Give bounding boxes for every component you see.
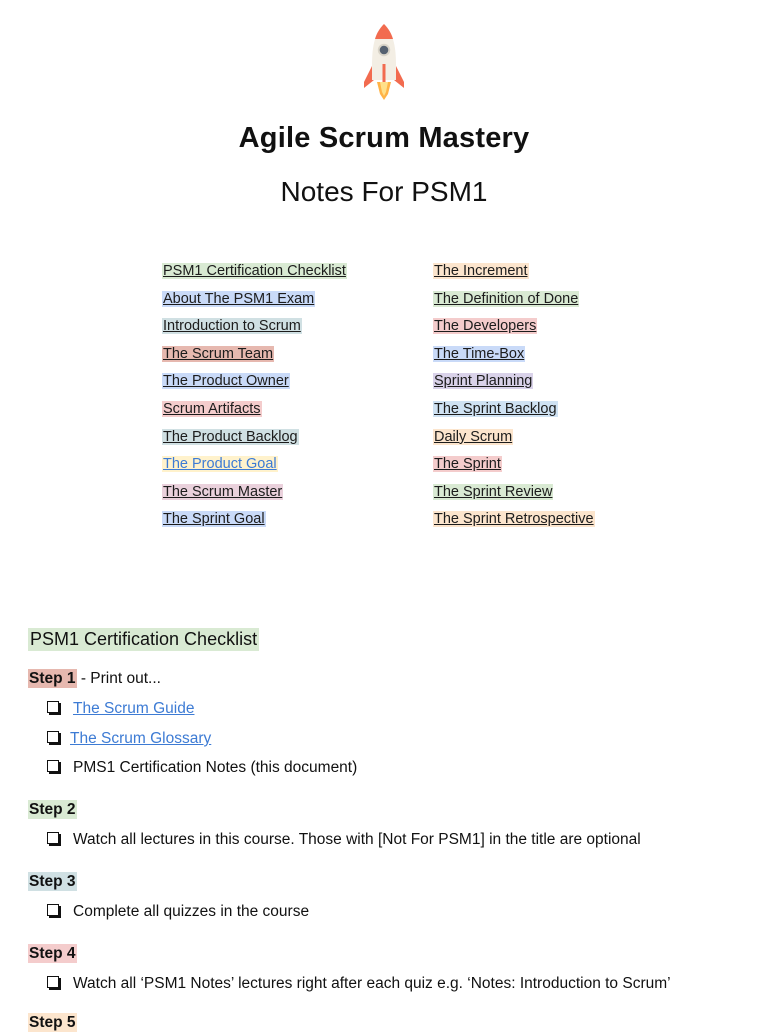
toc-link[interactable]: The Sprint Retrospective: [433, 511, 595, 528]
step-heading: Step 2: [28, 800, 77, 819]
rocket-icon: [364, 24, 404, 100]
checkbox-icon: [47, 701, 59, 713]
toc-link[interactable]: The Developers: [433, 318, 538, 335]
toc-item: The Sprint Goal: [162, 510, 347, 538]
scrum-glossary-link[interactable]: The Scrum Glossary: [70, 730, 212, 747]
section-heading: PSM1 Certification Checklist: [28, 628, 260, 651]
toc-item: The Time-Box: [433, 345, 595, 373]
toc-link[interactable]: The Scrum Master: [162, 483, 284, 500]
toc-column-left: PSM1 Certification Checklist About The P…: [162, 262, 347, 538]
toc-link[interactable]: The Time-Box: [433, 345, 526, 362]
checkbox-icon: [47, 731, 59, 743]
toc-item: The Sprint Backlog: [433, 400, 595, 428]
toc-item: The Developers: [433, 317, 595, 345]
toc-item: Daily Scrum: [433, 428, 595, 456]
toc-item: The Scrum Team: [162, 345, 347, 373]
checklist-item-text: Watch all lectures in this course. Those…: [73, 831, 641, 848]
toc-link[interactable]: The Sprint: [433, 456, 502, 473]
checklist-item: The Scrum Guide: [47, 700, 194, 718]
toc-link[interactable]: The Product Backlog: [162, 428, 299, 445]
toc-link[interactable]: The Scrum Team: [162, 345, 275, 362]
toc-item: The Increment: [433, 262, 595, 290]
step-heading: Step 1 - Print out...: [28, 669, 161, 688]
step-heading: Step 3: [28, 872, 77, 891]
toc-item: The Sprint: [433, 455, 595, 483]
checkbox-icon: [47, 832, 59, 844]
step-heading: Step 4: [28, 944, 77, 963]
toc-item: The Sprint Review: [433, 483, 595, 511]
checklist-item: The Scrum Glossary: [47, 730, 211, 748]
step-suffix: - Print out...: [76, 670, 161, 687]
toc-link[interactable]: The Product Goal: [162, 456, 278, 473]
checklist-item: Complete all quizzes in the course: [47, 903, 309, 921]
step-label: Step 5: [28, 1013, 77, 1032]
toc-item: PSM1 Certification Checklist: [162, 262, 347, 290]
checklist-item: Watch all ‘PSM1 Notes’ lectures right af…: [47, 975, 671, 993]
step-label: Step 3: [28, 872, 77, 891]
checklist-item-text: Watch all ‘PSM1 Notes’ lectures right af…: [73, 975, 671, 992]
toc-item: The Scrum Master: [162, 483, 347, 511]
checklist-item-text: Complete all quizzes in the course: [73, 903, 310, 920]
scrum-guide-link[interactable]: The Scrum Guide: [73, 700, 195, 717]
toc-item: The Product Owner: [162, 372, 347, 400]
toc-link[interactable]: Sprint Planning: [433, 373, 534, 390]
toc-link[interactable]: Introduction to Scrum: [162, 318, 302, 335]
toc-item: Scrum Artifacts: [162, 400, 347, 428]
toc-link[interactable]: About The PSM1 Exam: [162, 290, 316, 307]
checklist-item: PMS1 Certification Notes (this document): [47, 759, 357, 777]
toc-link[interactable]: The Sprint Goal: [162, 511, 266, 528]
page-title: Agile Scrum Mastery: [238, 122, 530, 154]
toc-item: The Product Backlog: [162, 428, 347, 456]
toc-link[interactable]: Scrum Artifacts: [162, 400, 262, 417]
checkbox-icon: [47, 904, 59, 916]
checkbox-icon: [47, 976, 59, 988]
step-label: Step 4: [28, 944, 77, 963]
toc-item: Introduction to Scrum: [162, 317, 347, 345]
step-label: Step 2: [28, 800, 77, 819]
step-label: Step 1: [28, 669, 77, 688]
toc-link[interactable]: The Definition of Done: [433, 290, 580, 307]
checklist-item: Watch all lectures in this course. Those…: [47, 831, 641, 849]
toc-item: About The PSM1 Exam: [162, 290, 347, 318]
toc-column-right: The Increment The Definition of Done The…: [433, 262, 595, 538]
toc-link[interactable]: The Sprint Backlog: [433, 400, 558, 417]
toc-link[interactable]: The Product Owner: [162, 373, 290, 390]
checklist-item-text: PMS1 Certification Notes (this document): [73, 759, 358, 776]
step-heading: Step 5: [28, 1013, 77, 1032]
toc-link[interactable]: PSM1 Certification Checklist: [162, 263, 347, 279]
toc-link[interactable]: The Increment: [433, 263, 529, 279]
toc-item: Sprint Planning: [433, 372, 595, 400]
toc-item: The Sprint Retrospective: [433, 510, 595, 538]
toc-link[interactable]: Daily Scrum: [433, 428, 514, 445]
checkbox-icon: [47, 760, 59, 772]
toc-link[interactable]: The Sprint Review: [433, 483, 554, 500]
toc-item: The Definition of Done: [433, 290, 595, 318]
toc-item: The Product Goal: [162, 455, 347, 483]
page-subtitle: Notes For PSM1: [280, 176, 488, 207]
